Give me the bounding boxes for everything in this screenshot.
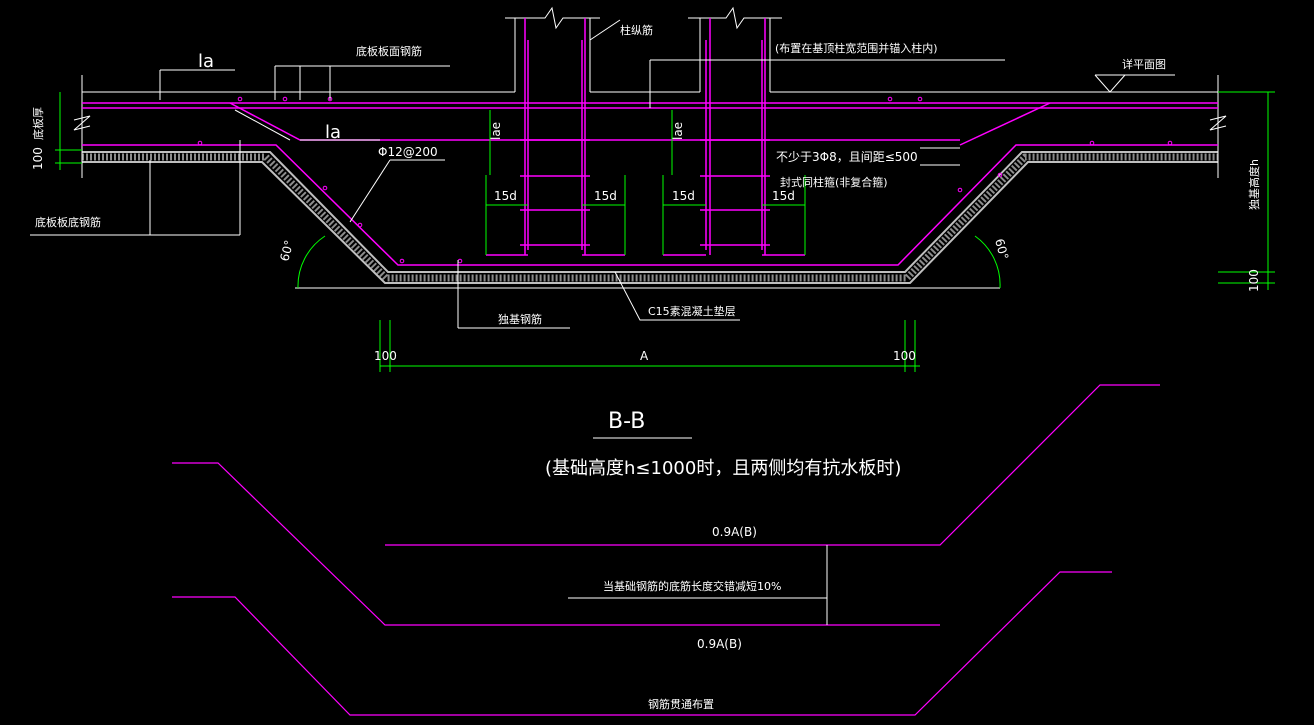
- label-top-rebar: 底板板面钢筋: [356, 44, 422, 58]
- label-angle-left: 60°: [277, 239, 296, 263]
- label-column-rebar-note: (布置在基顶柱宽范围并锚入柱内): [775, 41, 938, 55]
- label-slab-thickness: 底板厚: [31, 107, 45, 140]
- label-hundred-left: 100: [31, 147, 45, 170]
- label-dim-right: 100: [893, 349, 916, 363]
- label-la-top: la: [198, 51, 214, 72]
- slab-outline: [73, 6, 1227, 178]
- lower-through-note: 钢筋贯通布置: [648, 697, 714, 711]
- label-bottom-rebar: 底板板底钢筋: [35, 215, 101, 229]
- label-d15-4: 15d: [772, 189, 795, 203]
- rebar-dots: [197, 96, 1173, 264]
- label-lae-2: lae: [671, 122, 685, 140]
- label-independent-rebar: 独基钢筋: [498, 312, 542, 326]
- foundation-concrete: [82, 151, 1218, 284]
- label-hundred-right: 100: [1247, 269, 1261, 292]
- label-angle-right: 60°: [992, 237, 1011, 261]
- label-column-rebar: 柱纵筋: [620, 23, 653, 37]
- label-cushion: C15素混凝土垫层: [648, 304, 736, 318]
- label-d15-2: 15d: [594, 189, 617, 203]
- label-d15-3: 15d: [672, 189, 695, 203]
- label-rebar-spec: Φ12@200: [378, 145, 438, 159]
- label-d15-1: 15d: [494, 189, 517, 203]
- label-dim-a: A: [640, 349, 649, 363]
- dimensions: [55, 91, 1275, 372]
- section-subtitle: (基础高度h≤1000时，且两侧均有抗水板时): [545, 458, 901, 479]
- label-plan-ref: 详平面图: [1122, 57, 1166, 71]
- lower-top-dim: 0.9A(B): [712, 525, 757, 539]
- rebars: [82, 18, 1218, 266]
- label-ties-note: 不少于3Φ8，且间距≤500: [776, 150, 918, 164]
- label-lae-1: lae: [489, 122, 503, 140]
- lower-leaders: [568, 545, 828, 625]
- label-ties-note2: 封式同柱箍(非复合箍): [780, 175, 888, 189]
- lower-rebars: [172, 384, 1160, 716]
- label-la-mid: la: [325, 122, 341, 143]
- label-dim-left: 100: [374, 349, 397, 363]
- lower-note: 当基础钢筋的底筋长度交错减短10%: [603, 579, 781, 593]
- label-foundation-height: 独基高度h: [1247, 159, 1261, 210]
- section-title: B-B: [608, 409, 645, 434]
- leaders: [30, 19, 1175, 329]
- lower-bottom-dim: 0.9A(B): [697, 637, 742, 651]
